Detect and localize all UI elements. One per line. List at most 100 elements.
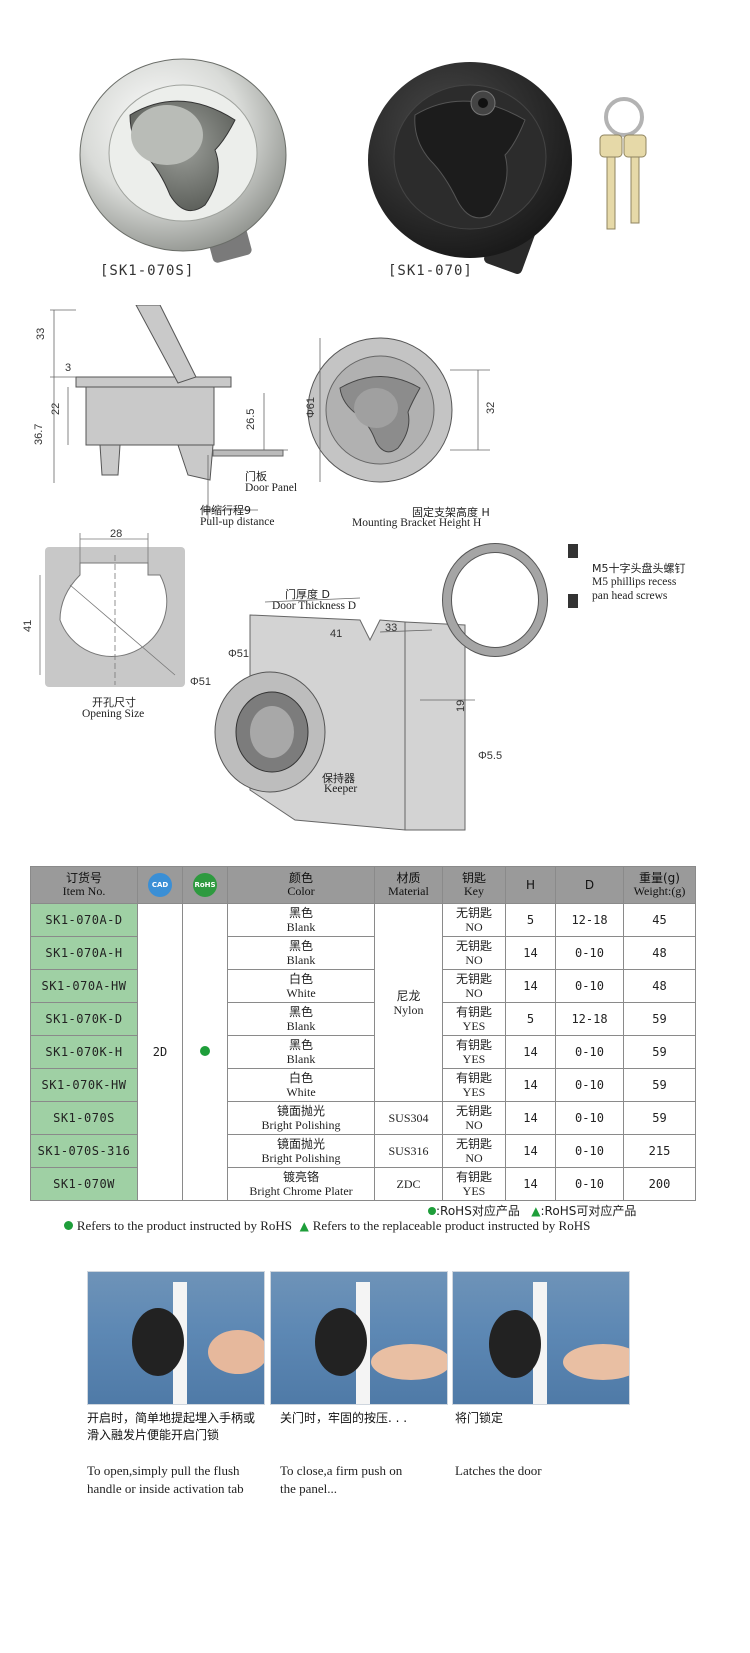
opening-label-en: Opening Size [82, 708, 145, 720]
d-cell: 0-10 [555, 1101, 624, 1135]
installation-drawing [214, 597, 475, 831]
step-photo-open [87, 1271, 265, 1405]
h-cell: 5 [505, 903, 556, 937]
legend-zh: :RoHS对应产品 ▲:RoHS可对应产品 [428, 1202, 636, 1219]
dim-22: 22 [50, 402, 62, 415]
dim-33-install: 33 [385, 622, 398, 634]
dim-3: 3 [65, 362, 72, 374]
rohs-icon: RoHS [193, 873, 217, 897]
door-panel-label-en: Door Panel [245, 482, 298, 494]
steel-caption: [SK1-070S] [100, 263, 195, 279]
pullup-label-en: Pull-up distance [200, 516, 275, 528]
legend-en: Refers to the product instructed by RoHS… [64, 1218, 590, 1234]
h-cell: 14 [505, 1167, 556, 1201]
d-cell: 0-10 [555, 1068, 624, 1102]
keeper-bracket-drawing [442, 543, 578, 657]
screws-label-en-1: M5 phillips recess [592, 576, 677, 588]
dim-26-5: 26.5 [245, 408, 257, 430]
dim-32: 32 [485, 401, 497, 414]
weight-cell: 59 [623, 1035, 696, 1069]
header-weight: 重量(g)Weight:(g) [623, 866, 696, 904]
item-no: SK1-070K-H [30, 1035, 138, 1069]
step-latch-zh: 将门锁定 [455, 1411, 504, 1425]
weight-cell: 59 [623, 1002, 696, 1036]
step-open-en: To open,simply pull the flush handle or … [87, 1463, 244, 1496]
h-cell: 14 [505, 1101, 556, 1135]
step-close-en: To close,a firm push on the panel... [280, 1463, 403, 1496]
h-cell: 14 [505, 1035, 556, 1069]
nylon-latch-photo [368, 62, 572, 274]
item-no: SK1-070A-H [30, 936, 138, 970]
item-no: SK1-070K-HW [30, 1068, 138, 1102]
material-cell: SUS316 [374, 1134, 443, 1168]
item-no: SK1-070A-D [30, 903, 138, 937]
weight-cell: 59 [623, 1068, 696, 1102]
d-cell: 0-10 [555, 1035, 624, 1069]
h-cell: 14 [505, 936, 556, 970]
h-cell: 14 [505, 1134, 556, 1168]
cad-value: 2D [137, 903, 183, 1201]
header-h: H [505, 866, 556, 904]
screws-label-en-2: pan head screws [592, 590, 668, 602]
dim-28: 28 [110, 528, 123, 540]
opening-label-zh: 开孔尺寸 [92, 696, 136, 709]
pullup-label-zh: 伸缩行程9 [200, 504, 251, 517]
d-cell: 12-18 [555, 1002, 624, 1036]
step-open-zh: 开启时，简单地提起埋入手柄或滑入融发片便能开启门锁 [87, 1411, 256, 1442]
dim-41-opening: 41 [22, 619, 34, 632]
weight-cell: 200 [623, 1167, 696, 1201]
keeper-label-zh: 保持器 [322, 772, 355, 785]
d-cell: 0-10 [555, 1134, 624, 1168]
step-close-zh: 关门时，牢固的按压. . . [280, 1411, 408, 1425]
item-no: SK1-070S-316 [30, 1134, 138, 1168]
opening-size-drawing [39, 533, 185, 687]
step-photo-close [270, 1271, 448, 1405]
rohs-dot-icon [200, 1046, 210, 1056]
d-cell: 0-10 [555, 1167, 624, 1201]
dim-phi5-5: Φ5.5 [478, 750, 503, 762]
h-cell: 14 [505, 969, 556, 1003]
weight-cell: 45 [623, 903, 696, 937]
step-latch-en: Latches the door [455, 1463, 542, 1478]
item-no: SK1-070K-D [30, 1002, 138, 1036]
material-cell: ZDC [374, 1167, 443, 1201]
material-cell: SUS304 [374, 1101, 443, 1135]
rohs-cell [182, 903, 228, 1201]
dim-phi61: Φ61 [305, 396, 317, 418]
item-no: SK1-070A-HW [30, 969, 138, 1003]
front-view-drawing [307, 337, 490, 483]
door-panel-label-zh: 门板 [245, 470, 267, 483]
keys-photo [599, 97, 647, 230]
triangle-icon: ▲ [531, 1204, 541, 1218]
screws-label-zh: M5十字头盘头螺钉 [592, 562, 686, 575]
door-thickness-zh: 门厚度 D [285, 588, 330, 601]
stainless-latch-photo [79, 58, 287, 263]
step-photo-latch [452, 1271, 630, 1405]
weight-cell: 215 [623, 1134, 696, 1168]
